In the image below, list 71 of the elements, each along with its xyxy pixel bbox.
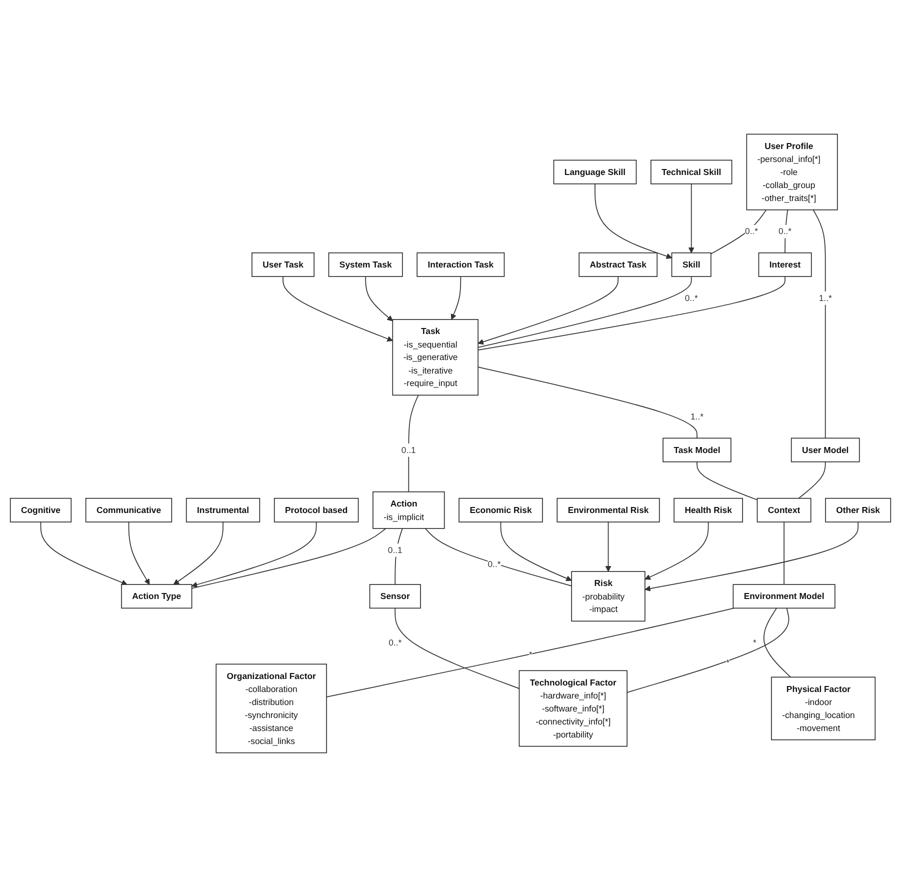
- connector: [408, 394, 419, 492]
- connector: [326, 608, 734, 698]
- node-box: Sensor: [369, 584, 421, 609]
- node-box: System Task: [328, 252, 403, 277]
- node-box: Language Skill: [553, 160, 637, 184]
- edge-label: 0..*: [388, 637, 402, 648]
- node-box: Context: [756, 498, 812, 522]
- arrow: [644, 522, 859, 592]
- node-box: User Profile -personal_info[*] -role -collab_group -other_traits[*]: [746, 134, 838, 210]
- connector: [626, 608, 790, 693]
- arrow: [605, 522, 612, 572]
- connector: [812, 209, 826, 439]
- node-box: Protocol based: [274, 498, 359, 522]
- connector: [784, 209, 788, 254]
- node-box: Task -is_sequential -is_generative -is_iterative -require_input: [392, 319, 478, 396]
- connector: [394, 528, 403, 585]
- connector: [478, 276, 692, 348]
- node-box: Action -is_implicit: [372, 491, 445, 529]
- node-box: Instrumental: [186, 498, 260, 522]
- arrow: [644, 522, 709, 580]
- edge-label: *: [726, 657, 730, 668]
- node-box: Environmental Risk: [556, 498, 660, 522]
- connector: [763, 608, 792, 678]
- connector: [696, 461, 758, 500]
- arrow: [478, 276, 619, 345]
- node-box: Cognitive: [10, 498, 72, 522]
- node-box: Communicative: [85, 498, 172, 522]
- arrow: [450, 276, 462, 320]
- node-box: Interest: [758, 252, 812, 277]
- node-box: Risk -probability -impact: [571, 571, 646, 622]
- arrow: [40, 522, 128, 586]
- node-box: Technical Skill: [650, 160, 732, 184]
- connector: [478, 276, 786, 351]
- node-box: Abstract Task: [578, 252, 658, 277]
- connector: [191, 528, 386, 589]
- node-box: Task Model: [662, 438, 732, 462]
- edge-label: 1..*: [690, 412, 704, 422]
- node-box: User Model: [790, 438, 860, 462]
- node-box: User Task: [252, 252, 314, 277]
- arrow: [594, 183, 672, 259]
- node-box: Interaction Task: [416, 252, 505, 277]
- arrow: [500, 522, 572, 582]
- arrow: [688, 183, 694, 254]
- edge-label: 0..1: [401, 444, 416, 455]
- node-box: Economic Risk: [458, 498, 543, 522]
- node-box: Technological Factor -hardware_info[*] -software_info[*] -connectivity_info[*] -portability: [518, 670, 628, 747]
- arrow: [365, 276, 393, 322]
- node-box: Skill: [671, 252, 712, 277]
- arrow: [128, 522, 150, 585]
- node-box: Environment Model: [732, 584, 836, 609]
- edge-label: 0..*: [745, 226, 758, 236]
- edge-label: 0..*: [778, 226, 792, 236]
- node-box: Action Type: [121, 584, 192, 609]
- node-box: Organizational Factor -collaboration -distribution -synchronicity -assistance -social_links: [216, 664, 327, 754]
- edge-label: 0..1: [388, 544, 402, 555]
- node-box: Health Risk: [674, 498, 743, 522]
- connector: [394, 608, 520, 689]
- arrow: [192, 522, 317, 588]
- connector: [798, 461, 826, 499]
- edge-label: *: [528, 649, 532, 660]
- arrow: [282, 276, 393, 342]
- connector: [478, 366, 698, 439]
- node-box: Other Risk: [825, 498, 892, 522]
- edge-label: 0..*: [684, 292, 698, 303]
- connector: [710, 209, 767, 254]
- arrow: [173, 522, 224, 585]
- connector: [424, 528, 572, 586]
- edge-label: *: [753, 637, 756, 648]
- node-box: Physical Factor -indoor -changing_location -movement: [771, 676, 876, 740]
- edge-label: 1..*: [818, 292, 832, 303]
- edge-label: 0..*: [488, 558, 501, 569]
